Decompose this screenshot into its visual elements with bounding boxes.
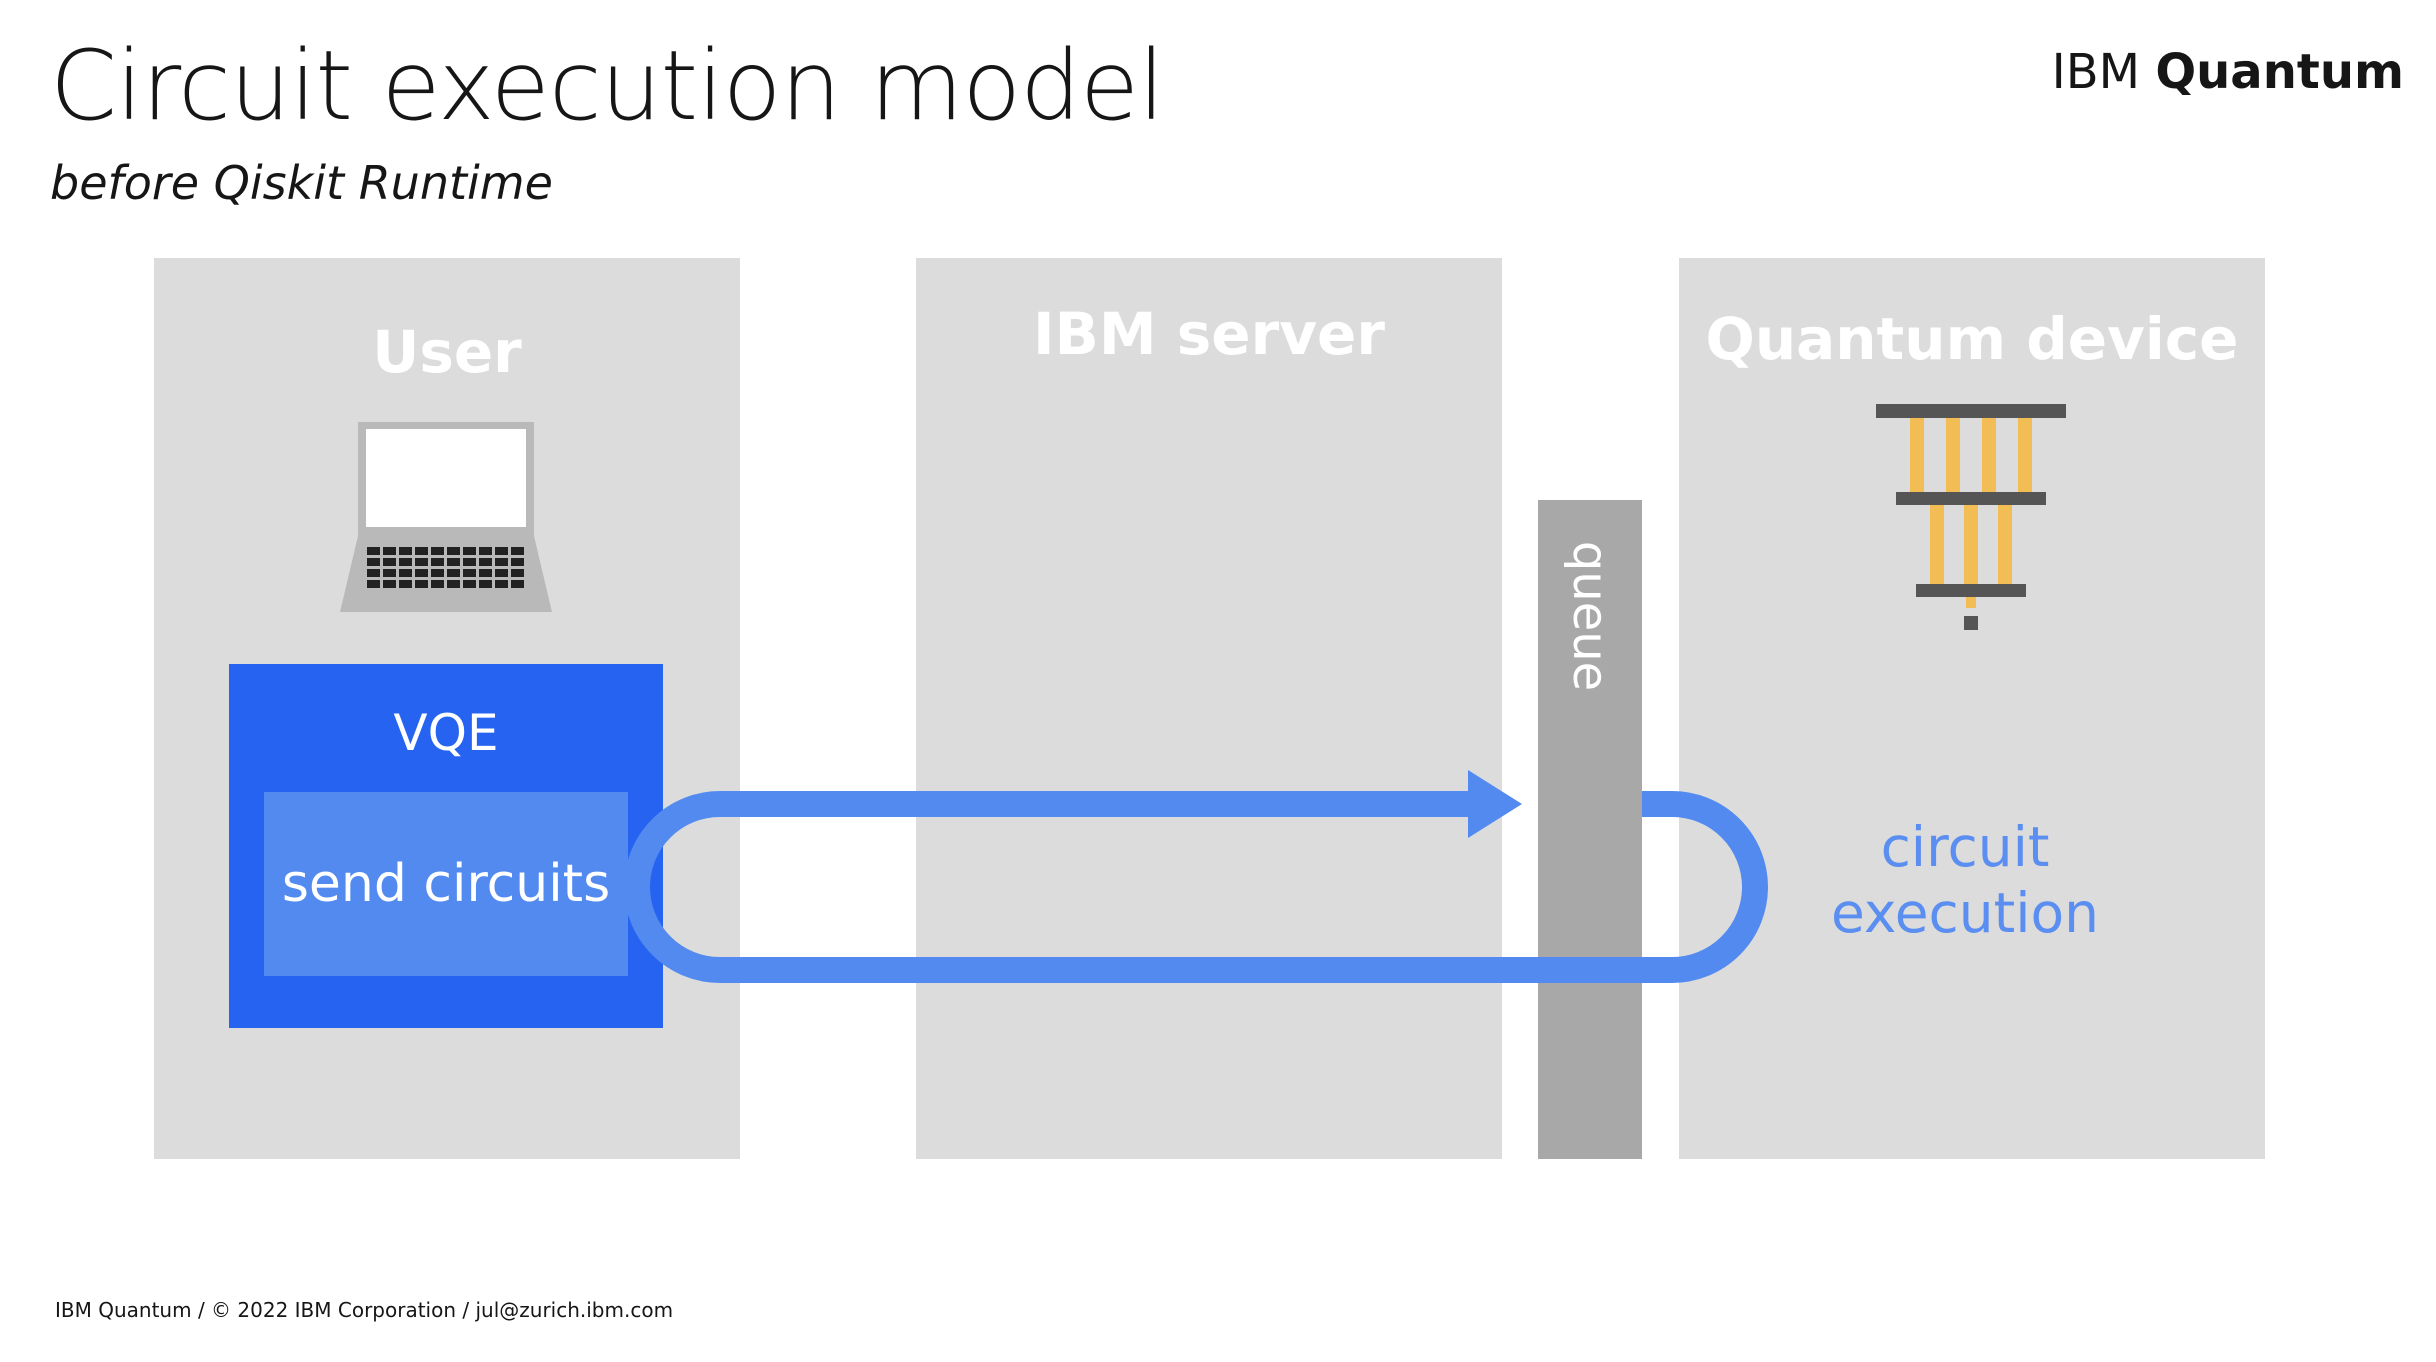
keyboard-key <box>431 580 444 588</box>
keyboard-key <box>479 569 492 577</box>
keyboard-key <box>495 547 508 555</box>
keyboard-key <box>447 569 460 577</box>
keyboard-key <box>367 569 380 577</box>
keyboard-key <box>447 580 460 588</box>
queue-label: queue <box>1562 540 1618 692</box>
dilution-refrigerator-icon <box>1876 402 2068 632</box>
vqe-label: VQE <box>393 704 499 762</box>
user-panel-title: User <box>372 318 522 386</box>
keyboard-key <box>415 547 428 555</box>
keyboard-key <box>495 558 508 566</box>
keyboard-key <box>431 558 444 566</box>
circuit-execution-label: circuit execution <box>1800 814 2130 946</box>
keyboard-key <box>463 547 476 555</box>
keyboard-key <box>367 547 380 555</box>
keyboard-key <box>367 558 380 566</box>
device-panel-title: Quantum device <box>1705 305 2239 373</box>
server-panel <box>916 258 1502 1159</box>
keyboard-key <box>367 580 380 588</box>
circuit-execution-line2: execution <box>1830 881 2100 945</box>
keyboard-key <box>415 558 428 566</box>
keyboard-key <box>431 569 444 577</box>
keyboard-key <box>479 580 492 588</box>
keyboard-key <box>511 547 524 555</box>
keyboard-key <box>383 558 396 566</box>
keyboard-key <box>383 569 396 577</box>
server-panel-title: IBM server <box>1033 300 1385 368</box>
circuit-execution-line1: circuit <box>1880 815 2050 879</box>
keyboard-key <box>399 558 412 566</box>
send-circuits-label: send circuits <box>281 854 611 914</box>
brand-logo: IBM Quantum <box>2052 44 2404 100</box>
brand-bold: Quantum <box>2155 44 2404 100</box>
keyboard-key <box>511 558 524 566</box>
keyboard-key <box>511 569 524 577</box>
laptop-icon <box>340 420 554 614</box>
keyboard-key <box>431 547 444 555</box>
brand-regular: IBM <box>2051 44 2141 100</box>
keyboard-key <box>399 580 412 588</box>
keyboard-key <box>495 580 508 588</box>
keyboard-key <box>511 580 524 588</box>
keyboard-key <box>383 547 396 555</box>
keyboard-key <box>495 569 508 577</box>
keyboard-key <box>479 558 492 566</box>
keyboard-key <box>399 569 412 577</box>
keyboard-key <box>479 547 492 555</box>
keyboard-key <box>447 558 460 566</box>
page-title: Circuit execution model <box>50 30 1165 142</box>
device-panel <box>1679 258 2265 1159</box>
keyboard-key <box>447 547 460 555</box>
keyboard-key <box>463 558 476 566</box>
keyboard-key <box>415 580 428 588</box>
keyboard-key <box>383 580 396 588</box>
keyboard-key <box>463 569 476 577</box>
keyboard-key <box>399 547 412 555</box>
keyboard-key <box>463 580 476 588</box>
page-subtitle: before Qiskit Runtime <box>50 156 553 210</box>
keyboard-key <box>415 569 428 577</box>
footer: IBM Quantum / © 2022 IBM Corporation / j… <box>55 1298 674 1322</box>
send-circuits-box: send circuits <box>264 792 628 976</box>
